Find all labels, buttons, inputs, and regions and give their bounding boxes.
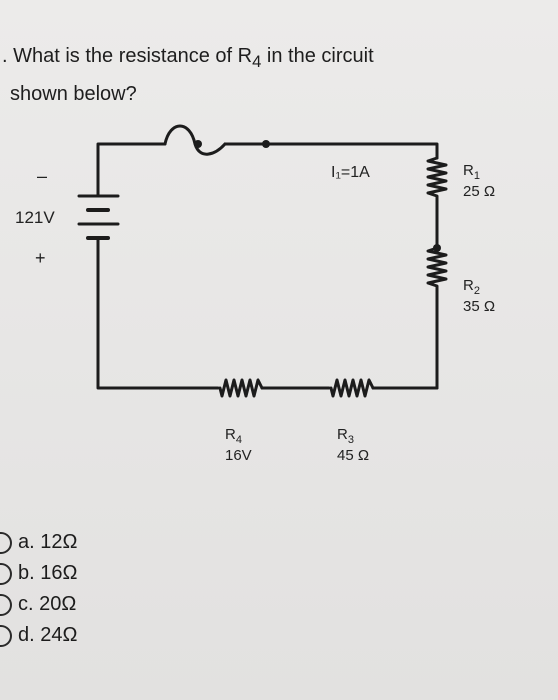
r3-label: R3 45 Ω	[337, 426, 370, 464]
radio-icon[interactable]	[0, 624, 12, 647]
resistor-r1	[426, 156, 448, 250]
question-subscript: 4	[252, 52, 262, 71]
bulb-filament	[163, 124, 227, 156]
battery-voltage-label: 121V	[15, 208, 55, 227]
resistor-r3	[329, 378, 375, 398]
r3-value: 45 Ω	[337, 447, 370, 464]
resistor-r4	[218, 378, 264, 398]
resistor-r2	[426, 246, 448, 390]
answer-options: a. 12Ω b. 16Ω c. 20Ω d. 24Ω	[0, 527, 77, 651]
r1-label: R1 25 Ω	[463, 162, 496, 200]
option-b[interactable]: b. 16Ω	[0, 558, 77, 589]
question-line-1: . What is the resistance of R	[2, 45, 253, 67]
r2-value: 35 Ω	[463, 298, 496, 315]
wire-top	[96, 142, 167, 198]
r2-label: R2 35 Ω	[463, 277, 496, 315]
r4-label: R4 16V	[225, 426, 252, 464]
question-line-2: shown below?	[10, 83, 137, 105]
question-line-1-tail: in the circuit	[261, 45, 374, 67]
wire-top-right	[223, 142, 439, 160]
junction-dot-1	[194, 140, 202, 148]
question-text: . What is the resistance of R4 in the ci…	[0, 40, 500, 111]
radio-icon[interactable]	[0, 531, 12, 554]
r1-value: 25 Ω	[463, 183, 496, 200]
junction-dot-2	[262, 140, 270, 148]
wire-bottom-left	[96, 238, 220, 390]
battery-positive-sign: +	[35, 248, 46, 268]
battery-negative-sign: –	[37, 166, 48, 186]
radio-icon[interactable]	[0, 562, 12, 585]
option-c[interactable]: c. 20Ω	[0, 589, 77, 620]
r4-value: 16V	[225, 447, 252, 464]
current-label: I₁=1A	[331, 164, 370, 181]
radio-icon[interactable]	[0, 593, 12, 616]
circuit-diagram	[77, 124, 448, 398]
option-a[interactable]: a. 12Ω	[0, 527, 77, 558]
option-d[interactable]: d. 24Ω	[0, 620, 77, 651]
junction-dot-3	[433, 244, 441, 252]
